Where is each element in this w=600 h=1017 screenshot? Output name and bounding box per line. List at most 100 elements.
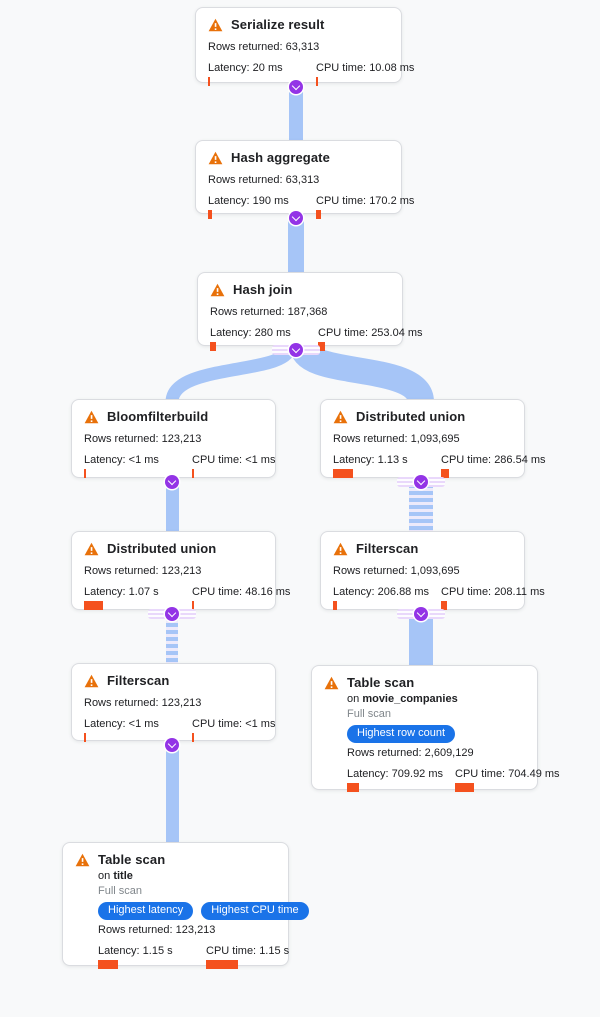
node-title: Table scan	[98, 852, 166, 867]
warning-triangle-icon	[84, 542, 99, 556]
cpu-time-value: 704.49 ms	[508, 768, 560, 780]
latency-value: 20 ms	[252, 62, 283, 74]
cpu-time-bar	[316, 210, 321, 219]
on-label: on	[98, 870, 111, 882]
cpu-time-label: CPU time:	[316, 195, 367, 207]
latency-label: Latency:	[347, 768, 389, 780]
chevron-down-icon[interactable]	[289, 211, 303, 225]
latency-label: Latency:	[84, 586, 126, 598]
latency-bar	[84, 601, 103, 610]
rows-returned-label: Rows returned:	[333, 433, 408, 445]
latency-bar	[84, 469, 86, 478]
cpu-time-metric: CPU time: <1 ms	[192, 454, 288, 478]
cpu-time-metric: CPU time: 208.11 ms	[441, 586, 545, 610]
cpu-time-label: CPU time:	[318, 327, 369, 339]
plan-node-filterscan-left[interactable]: Filterscan Rows returned: 123,213 Latenc…	[71, 663, 276, 742]
chevron-down-icon[interactable]	[165, 738, 179, 752]
rows-returned: Rows returned: 2,609,129	[347, 747, 525, 759]
plan-node-serialize-result[interactable]: Serialize result Rows returned: 63,313 L…	[195, 7, 414, 86]
cpu-time-metric: CPU time: 286.54 ms	[441, 454, 546, 478]
badge-row: Highest latency Highest CPU time	[98, 902, 309, 920]
rows-returned-value: 2,609,129	[424, 747, 474, 759]
warning-triangle-icon	[84, 674, 99, 688]
node-title: Serialize result	[231, 17, 325, 32]
rows-returned: Rows returned: 1,093,695	[333, 433, 512, 445]
latency-metric: Latency: 20 ms	[208, 62, 304, 86]
cpu-time-value: 10.08 ms	[369, 62, 415, 74]
plan-edge	[289, 82, 303, 141]
latency-label: Latency:	[98, 945, 140, 957]
latency-label: Latency:	[208, 195, 250, 207]
cpu-time-value: 1.15 s	[259, 945, 290, 957]
plan-node-filterscan-right[interactable]: Filterscan Rows returned: 1,093,695 Late…	[320, 531, 545, 610]
warning-triangle-icon	[210, 283, 225, 297]
latency-label: Latency:	[84, 454, 126, 466]
latency-metric: Latency: <1 ms	[84, 454, 180, 478]
latency-metric: Latency: 190 ms	[208, 195, 304, 219]
latency-bar	[208, 210, 212, 219]
chevron-down-icon[interactable]	[289, 80, 303, 94]
plan-node-hash-join[interactable]: Hash join Rows returned: 187,368 Latency…	[197, 272, 423, 351]
cpu-time-metric: CPU time: <1 ms	[192, 718, 288, 742]
node-title: Distributed union	[356, 409, 466, 424]
cpu-time-label: CPU time:	[455, 768, 506, 780]
chevron-down-icon[interactable]	[165, 607, 179, 621]
cpu-time-value: 48.16 ms	[245, 586, 291, 598]
cpu-time-bar	[318, 342, 325, 351]
cpu-time-label: CPU time:	[441, 454, 492, 466]
rows-returned-label: Rows returned:	[333, 565, 408, 577]
latency-value: 709.92 ms	[391, 768, 444, 780]
chevron-down-icon[interactable]	[289, 343, 303, 357]
plan-node-bloomfilterbuild[interactable]: Bloomfilterbuild Rows returned: 123,213 …	[71, 399, 276, 478]
warning-triangle-icon	[324, 676, 339, 690]
plan-node-table-scan-left[interactable]: Table scan on title Full scan Highest la…	[62, 842, 309, 969]
rows-returned-label: Rows returned:	[347, 747, 422, 759]
table-name: title	[113, 870, 133, 882]
latency-metric: Latency: 1.07 s	[84, 586, 180, 610]
cpu-time-value: 286.54 ms	[494, 454, 546, 466]
cpu-time-value: <1 ms	[245, 718, 276, 730]
warning-triangle-icon	[84, 410, 99, 424]
rows-returned-value: 1,093,695	[410, 433, 460, 445]
latency-metric: Latency: 280 ms	[210, 327, 306, 351]
rows-returned-value: 63,313	[285, 174, 320, 186]
cpu-time-metric: CPU time: 170.2 ms	[316, 195, 414, 219]
rows-returned-value: 63,313	[285, 41, 320, 53]
cpu-time-value: 253.04 ms	[371, 327, 423, 339]
cpu-time-label: CPU time:	[192, 586, 243, 598]
status-badge: Highest CPU time	[201, 902, 309, 920]
cpu-time-label: CPU time:	[206, 945, 257, 957]
on-label: on	[347, 693, 360, 705]
latency-label: Latency:	[210, 327, 252, 339]
plan-node-hash-aggregate[interactable]: Hash aggregate Rows returned: 63,313 Lat…	[195, 140, 414, 219]
plan-node-distributed-union-left[interactable]: Distributed union Rows returned: 123,213…	[71, 531, 290, 610]
latency-value: <1 ms	[128, 454, 159, 466]
plan-node-distributed-union-right[interactable]: Distributed union Rows returned: 1,093,6…	[320, 399, 546, 478]
chevron-down-icon[interactable]	[165, 475, 179, 489]
chevron-down-icon[interactable]	[414, 607, 428, 621]
node-title: Hash aggregate	[231, 150, 330, 165]
node-title: Hash join	[233, 282, 293, 297]
chevron-down-icon[interactable]	[414, 475, 428, 489]
latency-value: 190 ms	[252, 195, 289, 207]
warning-triangle-icon	[333, 410, 348, 424]
rows-returned: Rows returned: 123,213	[84, 697, 263, 709]
scan-type-label: Full scan	[347, 708, 392, 720]
scan-type-label: Full scan	[98, 885, 143, 897]
plan-node-table-scan-right[interactable]: Table scan on movie_companies Full scan …	[311, 665, 560, 792]
rows-returned: Rows returned: 63,313	[208, 174, 389, 186]
cpu-time-bar	[192, 601, 194, 610]
cpu-time-bar	[455, 783, 474, 792]
node-title: Distributed union	[107, 541, 217, 556]
latency-bar	[84, 733, 86, 742]
latency-bar	[333, 469, 353, 478]
latency-bar	[333, 601, 337, 610]
node-title: Bloomfilterbuild	[107, 409, 209, 424]
latency-value: 1.13 s	[377, 454, 408, 466]
cpu-time-metric: CPU time: 1.15 s	[206, 945, 302, 969]
cpu-time-bar	[316, 77, 318, 86]
latency-label: Latency:	[84, 718, 126, 730]
latency-bar	[347, 783, 359, 792]
rows-returned: Rows returned: 123,213	[84, 565, 263, 577]
latency-bar	[208, 77, 210, 86]
